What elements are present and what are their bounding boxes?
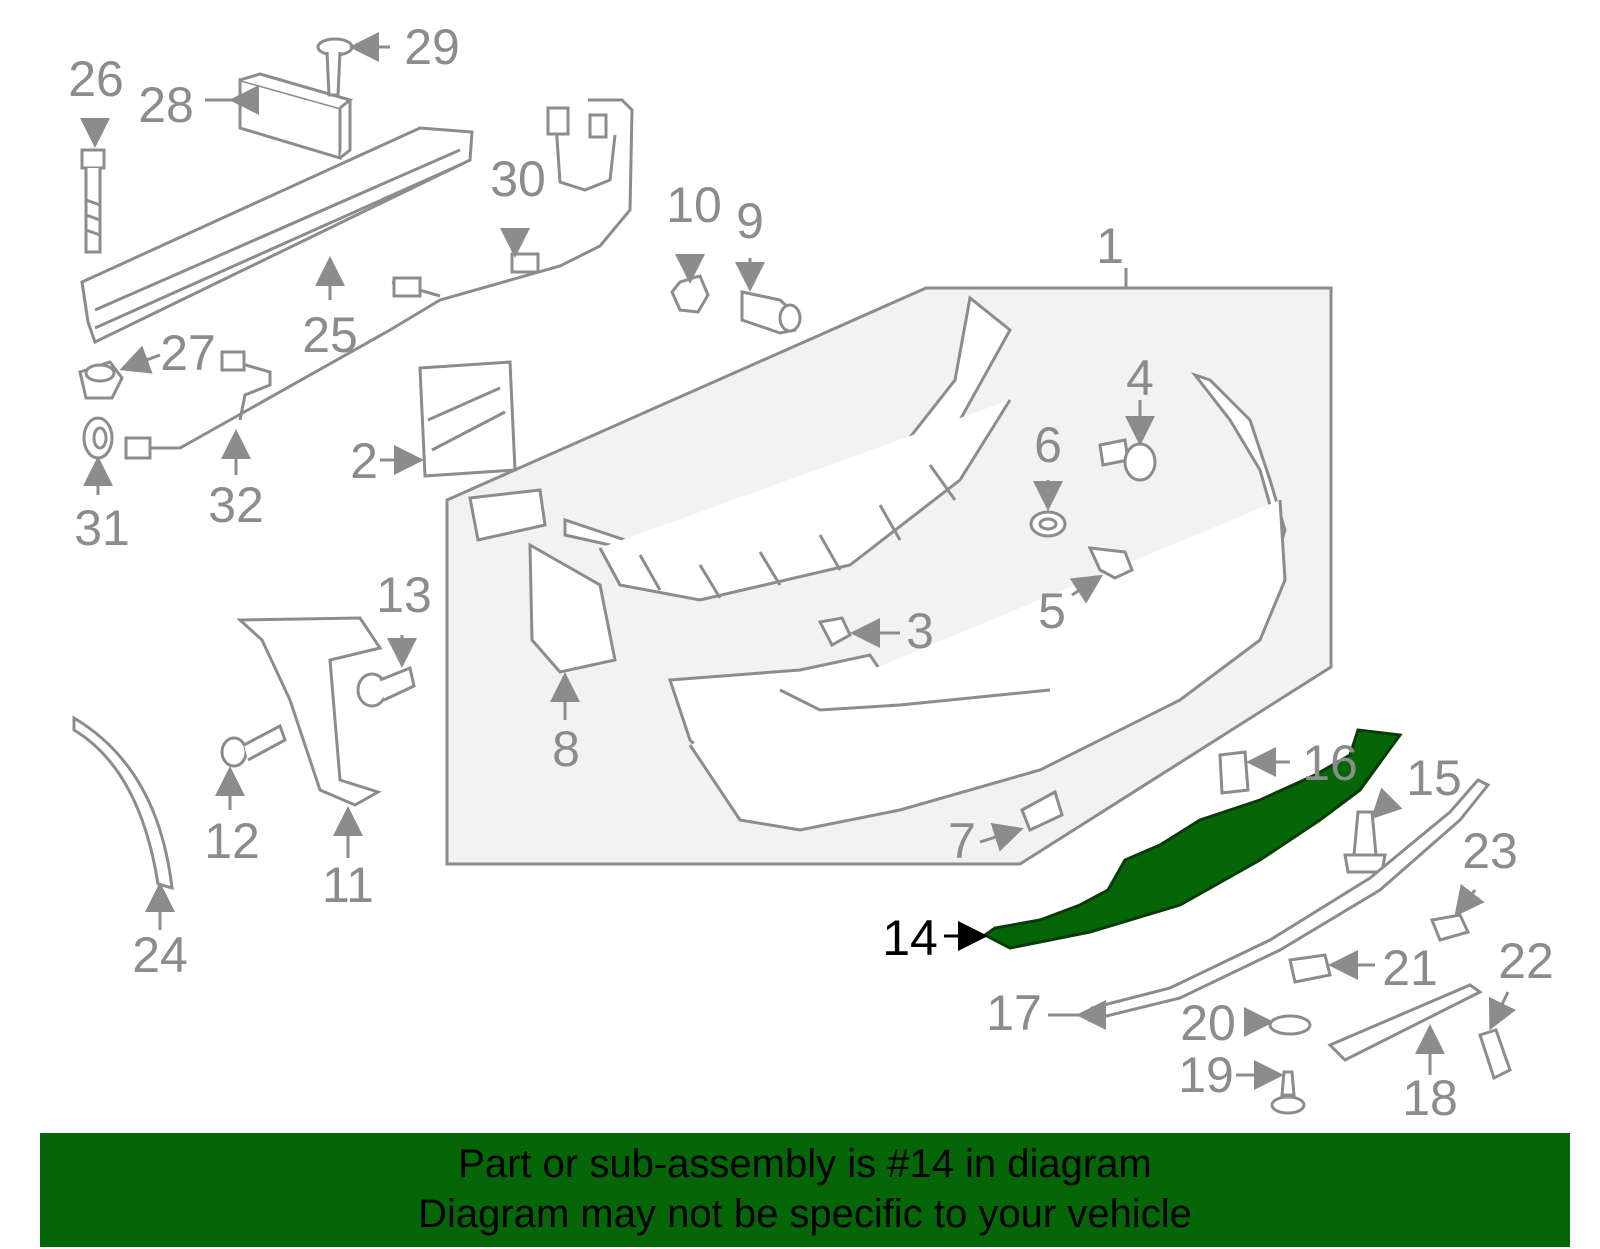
energy-absorber-part [468, 295, 1012, 674]
callout-11: 11 [322, 857, 374, 913]
callout-32: 32 [208, 477, 264, 533]
bolt-part-4 [1098, 438, 1157, 482]
washer-part-20 [1268, 1014, 1312, 1036]
callout-28: 28 [138, 77, 194, 133]
grommet-part-31 [82, 416, 114, 460]
bolt-part-26 [80, 148, 106, 254]
callout-5: 5 [1038, 583, 1066, 639]
nut-part-27 [78, 360, 124, 400]
bolt-part-15 [1343, 810, 1387, 874]
callout-29: 29 [404, 19, 460, 75]
callout-12: 12 [204, 813, 260, 869]
reinforcement-beam-part [80, 126, 474, 345]
banner-line-disclaimer: Diagram may not be specific to your vehi… [418, 1192, 1192, 1236]
callout-24: 24 [132, 927, 188, 983]
grommet-part-6 [1029, 510, 1067, 538]
sleeve-part-9 [740, 290, 802, 335]
clip-part-13 [356, 665, 416, 708]
cover-part-18 [1327, 983, 1483, 1062]
strip-part-17 [1088, 778, 1491, 1022]
clip-part-21 [1288, 953, 1332, 984]
callout-10: 10 [666, 177, 722, 233]
callout-25: 25 [302, 307, 358, 363]
callout-2: 2 [350, 433, 378, 489]
screw-part-22 [1478, 1028, 1512, 1081]
callout-16: 16 [1302, 735, 1358, 791]
bracket-part-7 [1020, 789, 1064, 833]
callout-14: 14 [882, 910, 938, 966]
banner-line-part-number: Part or sub-assembly is #14 in diagram [458, 1142, 1152, 1186]
callout-1: 1 [1096, 218, 1124, 274]
callout-20: 20 [1180, 995, 1236, 1051]
callout-6: 6 [1034, 417, 1062, 473]
callout-19: 19 [1178, 1047, 1234, 1103]
bumper-cover-part [667, 372, 1287, 832]
callout-22: 22 [1498, 933, 1554, 989]
callout-17: 17 [986, 985, 1042, 1041]
clip-part-16 [1218, 750, 1250, 795]
bolt-part-29 [316, 37, 354, 97]
callout-26: 26 [68, 51, 124, 107]
callout-3: 3 [906, 603, 934, 659]
bolt-part-12 [220, 723, 287, 768]
callout-30: 30 [490, 151, 546, 207]
callout-8: 8 [552, 721, 580, 777]
callout-31: 31 [74, 500, 130, 556]
callout-13: 13 [376, 567, 432, 623]
callout-7: 7 [948, 813, 976, 869]
callout-4: 4 [1126, 350, 1154, 406]
diffuser-part-14 [982, 728, 1403, 950]
trim-part-24 [72, 715, 174, 891]
nut-part-10 [670, 274, 710, 314]
info-banner: Part or sub-assembly is #14 in diagram D… [40, 1133, 1570, 1247]
callout-9: 9 [736, 193, 764, 249]
leader-lines [80, 32, 1516, 1090]
callout-15: 15 [1406, 750, 1462, 806]
wiring-harness-part [124, 98, 634, 460]
screw-part-19 [1270, 1070, 1306, 1115]
bag-part-2 [418, 360, 517, 478]
callout-27: 27 [160, 325, 216, 381]
side-bracket-part-11 [236, 616, 383, 807]
callout-23: 23 [1462, 823, 1518, 879]
callout-18: 18 [1402, 1070, 1458, 1126]
bracket-part-5 [1087, 546, 1134, 580]
nut-part-23 [1429, 913, 1471, 942]
callout-21: 21 [1382, 940, 1438, 996]
